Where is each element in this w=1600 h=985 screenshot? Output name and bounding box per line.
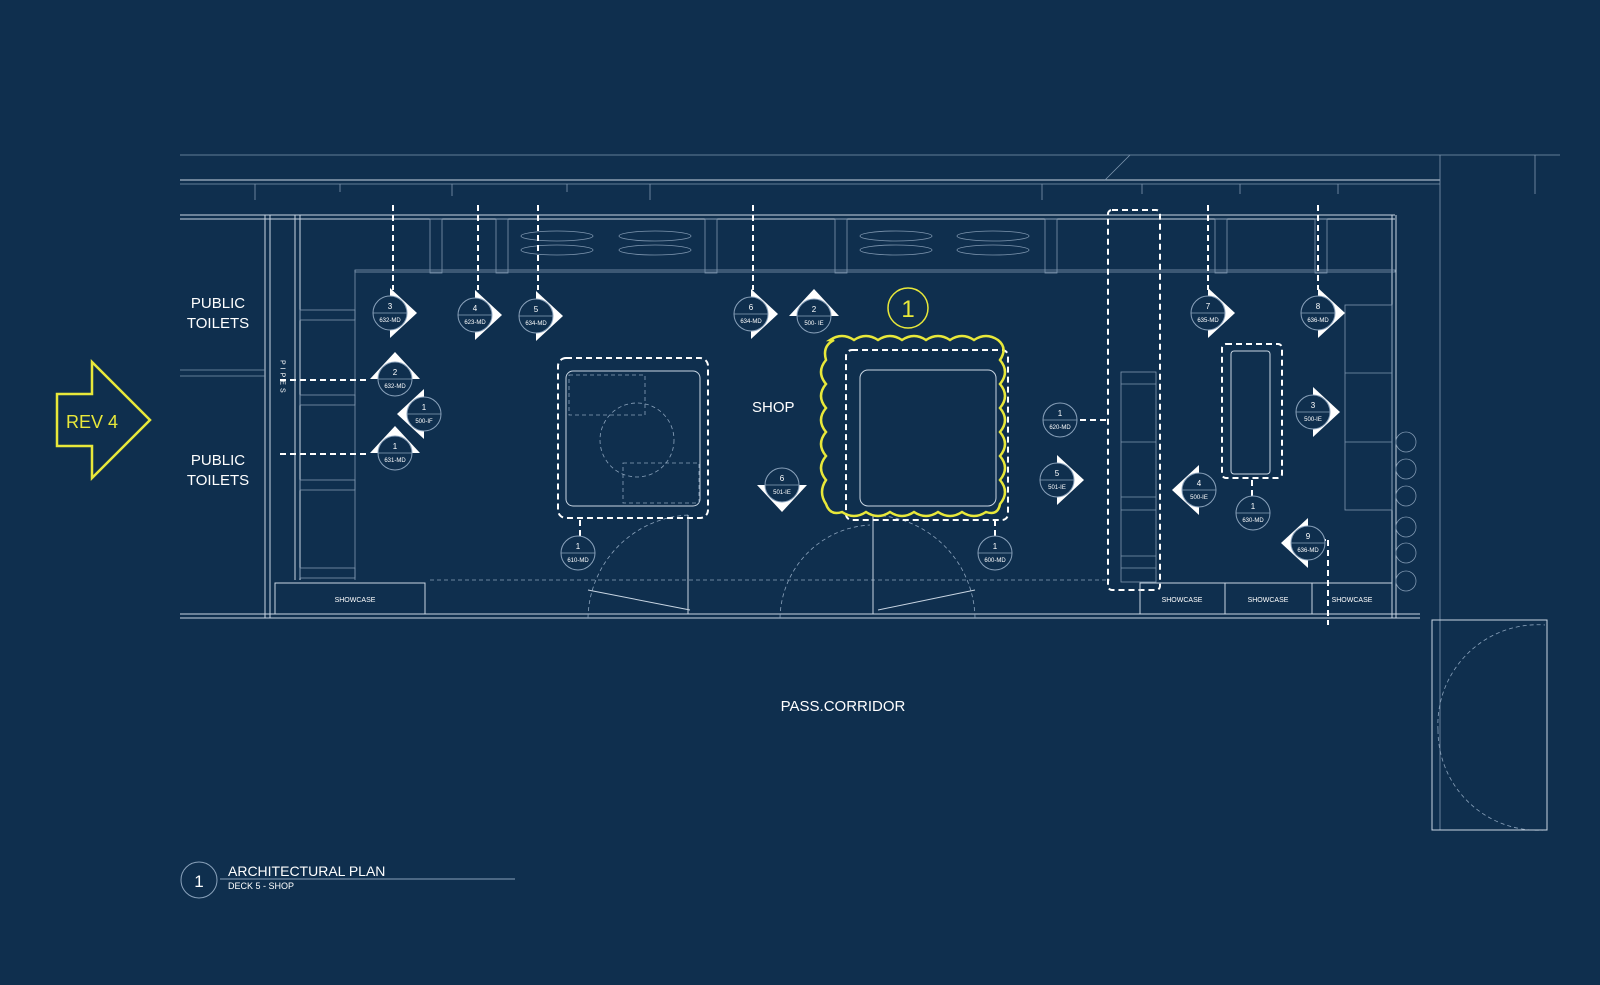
shop-walls [180,209,1548,831]
section-marker[interactable]: 2 632-MD [370,352,420,397]
section-marker[interactable]: 1 610-MD [560,535,596,571]
display-unit-right [1221,343,1283,479]
marker-ref: 500- IE [804,321,823,327]
marker-number: 1 [422,403,427,412]
section-marker[interactable]: 6 634-MD [733,289,778,339]
marker-ref: 636-MD [1307,318,1329,324]
marker-ref: 630-MD [1242,518,1264,524]
svg-text:PUBLIC: PUBLIC [191,452,245,469]
section-marker[interactable]: 7 635-MD [1190,288,1235,338]
light-fixtures [520,230,1030,256]
marker-ref: 620-MD [1049,425,1071,431]
section-marker[interactable]: 9 636-MD [1281,518,1326,568]
svg-text:DECK 5 - SHOP: DECK 5 - SHOP [228,881,294,891]
section-marker[interactable]: 2 500- IE [789,289,839,334]
shop-label: SHOP [752,399,795,416]
section-marker[interactable]: 3 632-MD [372,288,417,338]
pt-label-1: PUBLIC TOILETS [187,295,249,332]
marker-number: 5 [1055,469,1060,478]
revision-tag: 1 [887,287,929,329]
pt-label-2: PUBLIC TOILETS [187,452,249,489]
svg-text:TOILETS: TOILETS [187,315,249,332]
section-marker[interactable]: 1 600-MD [977,535,1013,571]
marker-number: 6 [749,303,754,312]
marker-number: 4 [1197,479,1202,488]
marker-ref: 635-MD [1197,318,1219,324]
pipes-label: PIPES [279,360,286,396]
marker-ref: 632-MD [379,318,401,324]
display-unit-center [819,334,1009,521]
corridor-label: PASS.CORRIDOR [781,698,906,715]
display-unit-left [557,357,709,519]
svg-text:REV 4: REV 4 [66,412,118,432]
section-marker[interactable]: 3 500-IE [1295,387,1340,437]
svg-text:1: 1 [194,872,203,891]
marker-number: 3 [388,302,393,311]
marker-number: 2 [812,305,817,314]
title-block: 1 ARCHITECTURAL PLAN DECK 5 - SHOP [180,861,515,899]
marker-ref: 610-MD [567,558,589,564]
marker-ref: 634-MD [525,321,547,327]
svg-text:ARCHITECTURAL PLAN: ARCHITECTURAL PLAN [228,863,385,879]
marker-ref: 500-IE [1304,417,1322,423]
marker-number: 6 [780,474,785,483]
section-marker[interactable]: 1 631-MD [370,426,420,471]
showcase-label: SHOWCASE [1162,597,1203,604]
marker-number: 2 [393,368,398,377]
section-marker[interactable]: 1 630-MD [1235,495,1271,531]
svg-text:TOILETS: TOILETS [187,472,249,489]
marker-number: 1 [393,442,398,451]
svg-text:1: 1 [901,296,914,323]
revision-cloud [819,334,1007,518]
marker-number: 5 [534,305,539,314]
marker-number: 1 [1058,409,1063,418]
marker-ref: 631-MD [384,458,406,464]
marker-number: 3 [1311,401,1316,410]
showcase-label: SHOWCASE [1332,597,1373,604]
marker-ref: 636-MD [1297,548,1319,554]
marker-ref: 500-IE [1190,495,1208,501]
marker-ref: 632-MD [384,384,406,390]
marker-number: 9 [1306,532,1311,541]
showcase-label: SHOWCASE [1248,597,1289,604]
marker-number: 1 [1251,502,1256,511]
marker-ref: 600-MD [984,558,1006,564]
marker-number: 7 [1206,302,1211,311]
marker-number: 8 [1316,302,1321,311]
marker-ref: 501-IE [773,490,791,496]
section-marker[interactable]: 5 501-IE [1039,455,1084,505]
ceiling-structure [180,154,1560,830]
marker-ref: 501-IE [1048,485,1066,491]
marker-number: 4 [473,304,478,313]
revision-arrow: REV 4 [55,358,152,482]
section-marker[interactable]: 4 500-IE [1172,465,1217,515]
section-marker[interactable]: 6 501-IE [757,467,807,512]
section-marker[interactable]: 1 620-MD [1042,402,1078,438]
showcase-label: SHOWCASE [335,597,376,604]
svg-text:PUBLIC: PUBLIC [191,295,245,312]
marker-ref: 623-MD [464,320,486,326]
marker-ref: 634-MD [740,319,762,325]
marker-number: 1 [993,542,998,551]
section-marker[interactable]: 4 623-MD [457,290,502,340]
marker-ref: 500-IF [415,419,433,425]
section-marker[interactable]: 8 636-MD [1300,288,1345,338]
section-marker[interactable]: 1 500-IF [397,389,442,439]
marker-number: 1 [576,542,581,551]
section-marker[interactable]: 5 634-MD [518,291,563,341]
